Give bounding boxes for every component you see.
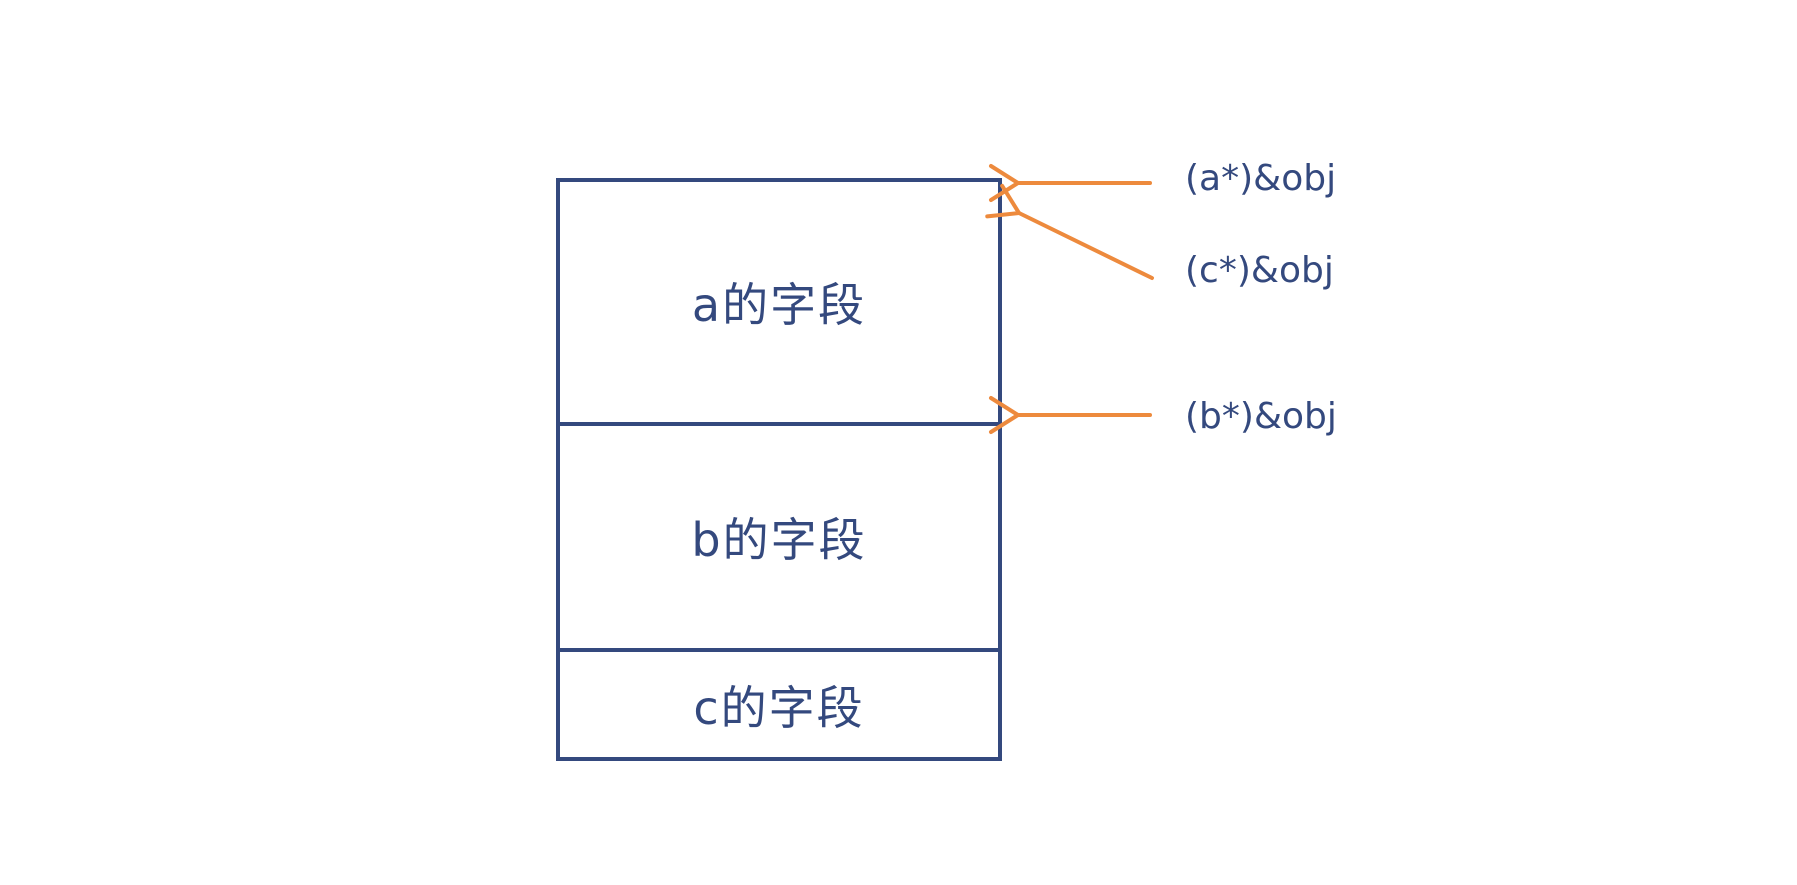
object-memory-box: a的字段 b的字段 c的字段 xyxy=(556,178,1002,761)
c-pointer-arrow xyxy=(985,183,1154,280)
section-c-label: c的字段 xyxy=(693,680,865,735)
section-a-label: a的字段 xyxy=(691,278,867,332)
pointer-label-a: (a*)&obj xyxy=(1185,158,1337,199)
section-a-fields: a的字段 xyxy=(560,182,998,422)
section-c-fields: c的字段 xyxy=(560,648,998,757)
pointer-label-c: (c*)&obj xyxy=(1185,250,1334,291)
pointer-label-b: (b*)&obj xyxy=(1185,396,1337,437)
section-b-fields: b的字段 xyxy=(560,422,998,648)
section-b-label: b的字段 xyxy=(691,513,867,567)
